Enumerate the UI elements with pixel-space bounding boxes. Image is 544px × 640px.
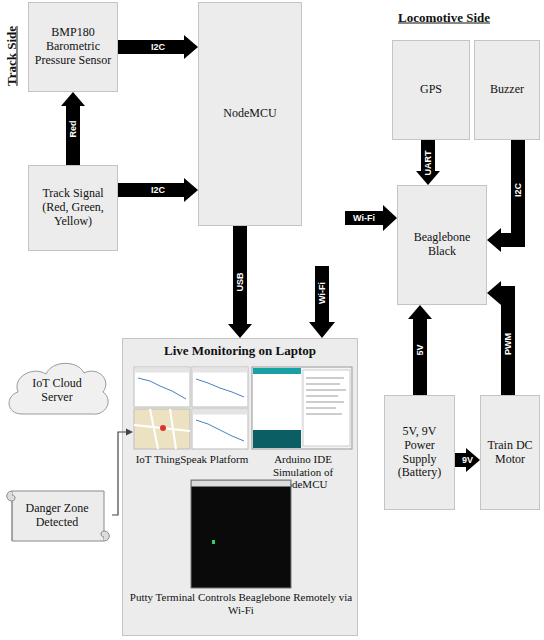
arrow-shaft [118, 183, 185, 197]
node-text: Live Monitoring on Laptop [123, 339, 357, 359]
panel-box: Live Monitoring on LaptopIoT ThingSpeak … [122, 338, 358, 636]
arrow-head [184, 35, 198, 59]
screenshot-area [251, 365, 355, 451]
arrow-head [184, 178, 198, 202]
node-text: Danger Zone Detected [18, 502, 96, 530]
edge-label: UART [424, 150, 433, 175]
edge-label: I2C [514, 183, 523, 197]
side-title: Track Side [5, 26, 18, 86]
side-title: Locomotive Side [398, 11, 490, 24]
block-arrow [228, 226, 252, 338]
edge-label: I2C [151, 43, 165, 52]
scroll-curl [7, 491, 15, 541]
screenshot-node: Putty Terminal Controls Beaglebone Remot… [127, 479, 355, 629]
arrow-head [61, 92, 85, 106]
link-label: Wi-Fi [318, 282, 327, 304]
wifi-arrow [345, 205, 397, 231]
node-text: GPS [420, 83, 442, 97]
node-text: Train DC Motor [484, 439, 536, 467]
arrow-shaft [345, 211, 384, 225]
edge-label: 9V [462, 456, 473, 465]
block-arrow [408, 305, 432, 395]
block-arrow [61, 92, 85, 165]
arrow-shaft [118, 40, 185, 54]
block-arrow [118, 35, 198, 59]
arrow-head [383, 205, 397, 231]
arrow-shaft [315, 266, 329, 323]
process-box: NodeMCU [198, 2, 302, 226]
arrow-shaft [413, 318, 427, 395]
arrow-head [487, 228, 501, 252]
scroll-shape: Danger Zone Detected [2, 483, 112, 549]
node-text: Buzzer [490, 83, 524, 97]
node-text: Putty Terminal Controls Beaglebone Remot… [127, 589, 355, 616]
screenshot-area [133, 365, 251, 451]
wifi-arrow [309, 266, 335, 338]
arrow-shaft [233, 226, 247, 325]
screenshot-area [127, 479, 355, 589]
screenshot-node: IoT ThingSpeak Platform [133, 365, 251, 475]
scroll-body [12, 491, 104, 541]
block-arrow [455, 448, 480, 472]
process-box: GPS [392, 40, 470, 140]
process-box: Train DC Motor [480, 395, 540, 510]
block-arrow [416, 140, 440, 185]
node-text: IoT Cloud Server [22, 377, 92, 405]
process-box: BMP180 Barometric Pressure Sensor [28, 2, 118, 92]
arrow-shaft [66, 105, 80, 165]
block-arrow [118, 178, 198, 202]
link-label: Wi-Fi [353, 214, 375, 223]
edge-label: Red [69, 120, 78, 137]
arrow-head [487, 281, 501, 305]
scroll-curl [101, 531, 109, 541]
arrow-head [408, 305, 432, 319]
node-text: Beaglebone Black [401, 231, 483, 259]
arrow-head [309, 322, 335, 338]
process-box: Buzzer [474, 40, 540, 140]
edge-label: 5V [416, 344, 425, 355]
edge-label: USB [236, 272, 245, 291]
cloud-shape: IoT Cloud Server [2, 358, 112, 420]
node-text: BMP180 Barometric Pressure Sensor [32, 26, 114, 67]
cloud-path [9, 363, 108, 414]
screenshot-node: Arduino IDE Simulation of NodeMCU [251, 365, 355, 475]
process-box: Track Signal (Red, Green, Yellow) [28, 165, 118, 251]
node-text: Track Signal (Red, Green, Yellow) [32, 187, 114, 228]
node-text: 5V, 9V Power Supply (Battery) [388, 425, 451, 480]
edge-label: I2C [151, 186, 165, 195]
node-text: Arduino IDE Simulation of NodeMCU [251, 451, 355, 491]
edge-label: PWM [504, 333, 513, 355]
node-text: NodeMCU [223, 107, 276, 121]
process-box: Beaglebone Black [397, 185, 487, 305]
node-text: IoT ThingSpeak Platform [136, 451, 249, 466]
arrow-head [228, 324, 252, 338]
process-box: 5V, 9V Power Supply (Battery) [384, 395, 455, 510]
